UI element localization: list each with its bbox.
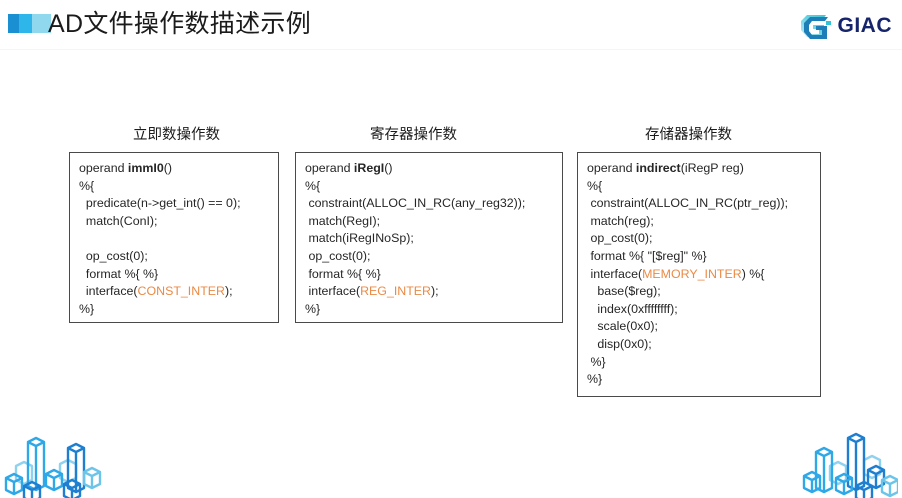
slide-header: AD文件操作数描述示例 GIAC — [0, 0, 902, 50]
interface-constant: MEMORY_INTER — [642, 266, 742, 281]
code-identifier: iRegI — [353, 161, 385, 175]
code-block-register: operand iRegI() %{ constraint(ALLOC_IN_R… — [305, 161, 526, 316]
code-block-immediate: operand immI0() %{ predicate(n->get_int(… — [79, 161, 241, 316]
code-identifier: indirect — [635, 161, 681, 175]
column-heading-memory: 存储器操作数 — [645, 127, 732, 143]
column-heading-immediate: 立即数操作数 — [133, 127, 220, 143]
header-divider — [0, 49, 902, 50]
isometric-crystal-cluster-left — [4, 436, 102, 498]
accent-bar-1 — [8, 14, 19, 33]
code-identifier: immI0 — [127, 161, 164, 175]
code-box-register: operand iRegI() %{ constraint(ALLOC_IN_R… — [295, 152, 563, 323]
column-heading-register: 寄存器操作数 — [370, 127, 457, 143]
interface-constant: CONST_INTER — [137, 284, 225, 299]
accent-bar-3 — [32, 14, 51, 33]
giac-g-mark-icon — [800, 15, 831, 39]
page-title: AD文件操作数描述示例 — [48, 10, 312, 38]
code-box-immediate: operand immI0() %{ predicate(n->get_int(… — [69, 152, 279, 323]
three-bar-accent-icon — [8, 14, 51, 33]
code-block-memory: operand indirect(iRegP reg) %{ constrain… — [587, 161, 789, 387]
isometric-crystal-cluster-right — [802, 432, 898, 498]
giac-logo: GIAC — [799, 11, 893, 41]
code-box-memory: operand indirect(iRegP reg) %{ constrain… — [577, 152, 821, 397]
giac-logo-text: GIAC — [837, 14, 892, 37]
accent-bar-2 — [19, 14, 32, 33]
interface-constant: REG_INTER — [360, 284, 432, 299]
